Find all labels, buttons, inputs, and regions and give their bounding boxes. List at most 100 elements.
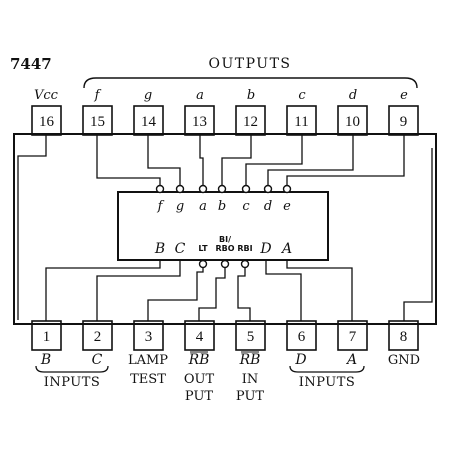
wire-input-d [265,260,302,321]
pin-number-12: 12 [243,114,258,130]
pin-number-4: 4 [196,329,204,345]
pin-9: 9 [388,105,419,136]
wire-input-c [96,260,181,321]
top-pins: 16 15 14 13 12 11 10 9 [31,105,419,136]
pin-13: 13 [184,105,215,136]
bottom-pin-label-8: GND [388,353,420,368]
top-pin-label-9: e [400,88,408,103]
decoder-control-lt: LT [198,244,208,253]
wire-rb-output [198,267,226,321]
chip-title: 7447 [10,55,52,73]
pin-10: 10 [337,105,368,136]
inputs-right-label: INPUTS [299,375,356,390]
decoder-input-a: A [280,241,292,257]
decoder-output-e: e [283,199,291,214]
decoder-output-c: c [242,199,250,214]
bottom-pin-label-4-line3: PUT [185,389,213,404]
pin-number-16: 16 [39,114,55,130]
wire-a [199,135,204,186]
wire-e [286,135,405,186]
pin-11: 11 [286,105,317,136]
pin-number-14: 14 [141,114,157,130]
top-pin-label-12: b [247,88,255,103]
bottom-pin-label-1: B [40,352,51,368]
pin-number-9: 9 [400,114,408,130]
inputs-left-label: INPUTS [44,375,101,390]
wire-g [147,135,181,186]
outputs-header: OUTPUTS [208,56,291,72]
inputs-left-bracket [35,365,109,373]
top-pin-label-15: f [94,88,102,103]
pin-number-3: 3 [145,329,153,345]
pin-12: 12 [235,105,266,136]
pin-5: 5 [235,320,266,351]
outputs-bracket [83,77,418,89]
decoder-output-f: f [157,199,165,214]
bottom-pin-label-3-line2: TEST [130,372,166,387]
output-wires [96,135,405,186]
decoder-input-b: B [154,241,165,257]
pin-number-6: 6 [298,329,306,345]
bottom-pin-label-7: A [345,352,357,368]
inputs-right-group: INPUTS [289,365,365,390]
pin-6: 6 [286,320,317,351]
bottom-pin-label-5-line2: IN [242,372,259,387]
pin-number-11: 11 [294,114,308,130]
decoder-output-a: a [199,199,207,214]
decoder-output-labels: f g a b c d e [157,199,292,214]
bottom-pin-label-5-line1: RB [239,352,261,368]
inputs-right-bracket [289,365,365,373]
decoder-output-g: g [176,199,184,214]
power-wires [17,135,433,321]
pin-2: 2 [82,320,113,351]
input-terminals [198,259,250,269]
decoder-output-d: d [264,199,272,214]
bottom-pin-labels: B C LAMP TEST RB OUT PUT RB IN PUT D A G… [40,352,420,404]
bottom-pin-label-6: D [294,352,306,368]
wire-d [267,135,354,186]
bottom-pins: 1 2 3 4 5 6 7 8 [31,320,419,351]
wire-c [245,135,303,186]
top-pin-label-14: g [144,88,152,103]
top-pin-labels: Vcc f g a b c d e [34,88,408,103]
pin-number-2: 2 [94,329,102,345]
input-wires [45,260,353,321]
bottom-pin-label-4-line1: RB [188,352,210,368]
top-pin-label-11: c [298,88,306,103]
top-pin-label-16: Vcc [34,88,59,103]
wire-rb-input [237,267,251,321]
pin-4: 4 [184,320,215,351]
wire-b [221,135,252,186]
pin-number-15: 15 [90,114,105,130]
pin-number-1: 1 [43,329,51,345]
bottom-pin-label-5-line3: PUT [236,389,264,404]
top-pin-label-10: d [349,88,357,103]
bottom-pin-label-3-line1: LAMP [128,353,168,368]
decoder-output-b: b [218,199,226,214]
pin-number-7: 7 [349,329,357,345]
decoder-input-labels: B C LT BI/ RBO RBI D A [154,235,292,257]
wire-f [96,135,161,186]
pin-number-13: 13 [192,114,207,130]
pin-number-8: 8 [400,329,408,345]
wire-vcc [17,135,47,320]
decoder-control-rbo: RBO [215,244,234,253]
pin-8: 8 [388,320,419,351]
pin-number-10: 10 [345,114,360,130]
decoder-control-bi: BI/ [219,235,231,244]
pin-14: 14 [133,105,164,136]
inputs-left-group: INPUTS [35,365,109,390]
pin-7: 7 [337,320,368,351]
bottom-pin-label-2: C [92,352,103,368]
top-pin-label-13: a [196,88,204,103]
wire-lamp-test [147,267,204,321]
ic-package-body [13,133,437,325]
wire-input-a [286,260,353,321]
pin-number-5: 5 [247,329,255,345]
wire-gnd [403,148,433,321]
pin-3: 3 [133,320,164,351]
bottom-pin-label-4-line2: OUT [184,372,215,387]
output-terminals [155,184,292,194]
pin-16: 16 [31,105,62,136]
wire-input-b [45,260,161,321]
